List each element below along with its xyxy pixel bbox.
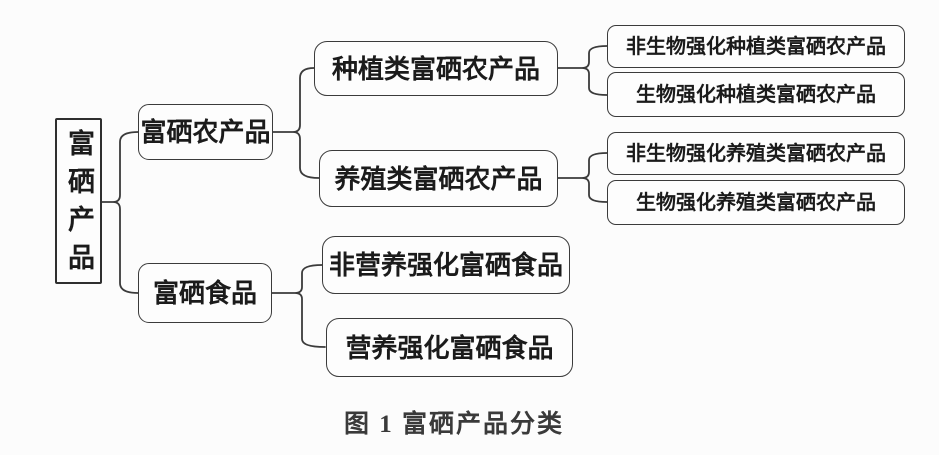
node-non-bio-fortified-planting: 非生物强化种植类富硒农产品 — [607, 25, 905, 68]
figure-caption: 图 1 富硒产品分类 — [343, 411, 565, 438]
brace-planting — [557, 45, 608, 96]
node-selenium-rich-food: 富硒食品 — [138, 263, 272, 323]
brace-root — [101, 131, 139, 294]
node-nutrient-fortified-food: 营养强化富硒食品 — [326, 318, 573, 377]
brace-breeding — [557, 152, 608, 203]
brace-agri — [272, 67, 320, 179]
node-non-nutrient-fortified-food: 非营养强化富硒食品 — [322, 236, 570, 294]
node-breeding-type-agri-products: 养殖类富硒农产品 — [319, 150, 558, 207]
node-bio-fortified-breeding: 生物强化养殖类富硒农产品 — [607, 180, 905, 225]
brace-food — [271, 264, 326, 348]
node-planting-type-agri-products: 种植类富硒农产品 — [314, 41, 558, 96]
node-bio-fortified-planting: 生物强化种植类富硒农产品 — [607, 72, 905, 117]
root-node-selenium-rich-products: 富硒产品 — [55, 118, 102, 284]
node-non-bio-fortified-breeding: 非生物强化养殖类富硒农产品 — [607, 132, 905, 175]
node-selenium-rich-agricultural-products: 富硒农产品 — [138, 104, 273, 160]
